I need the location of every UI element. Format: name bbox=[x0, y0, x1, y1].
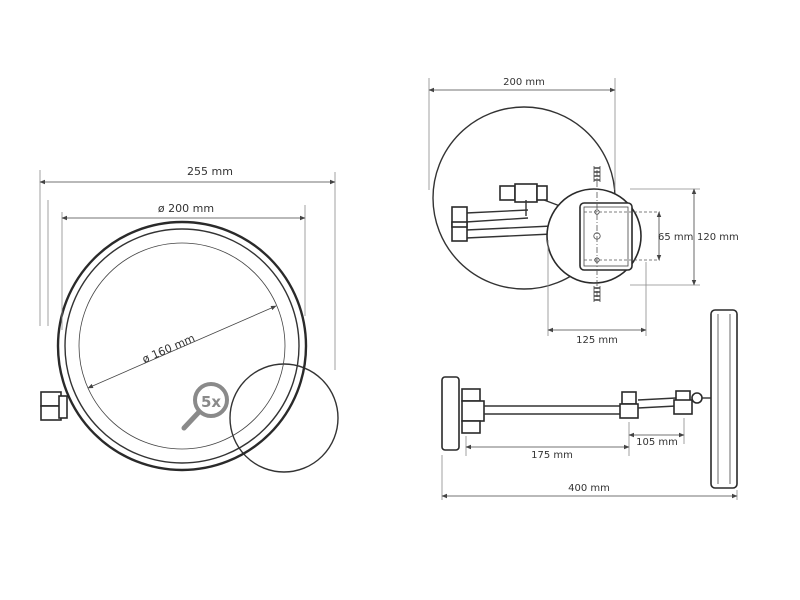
front-view: 255 mm ø 200 mm ø 160 mm 5x bbox=[39, 165, 339, 473]
dim-label-125: 125 mm bbox=[576, 335, 618, 346]
magnifier-5x-icon: 5x bbox=[181, 382, 229, 431]
mirror-glass bbox=[78, 242, 286, 450]
dim-label-120: 120 mm bbox=[697, 232, 739, 243]
wall-plate bbox=[229, 363, 339, 473]
dim-label-160: ø 160 mm bbox=[140, 332, 197, 366]
magnifier-badge-label: 5x bbox=[201, 393, 221, 411]
dim-label-top-200: 200 mm bbox=[503, 77, 545, 88]
spring-top bbox=[593, 166, 601, 182]
top-view: 200 mm 65 mm 120 mm 125 mm bbox=[428, 77, 739, 346]
top-arm bbox=[451, 183, 561, 242]
spring-bottom bbox=[593, 286, 601, 302]
dim-label-400: 400 mm bbox=[568, 483, 610, 494]
dim-label-105: 105 mm bbox=[636, 437, 678, 448]
dim-label-65: 65 mm bbox=[658, 232, 693, 243]
dim-line-160 bbox=[87, 305, 277, 389]
mirror-frame-inner bbox=[64, 228, 300, 464]
dim-label-200: ø 200 mm bbox=[158, 202, 214, 215]
side-wall-plate bbox=[441, 376, 460, 451]
top-base-rect bbox=[579, 202, 633, 271]
side-mirror-edge bbox=[710, 309, 738, 489]
dim-label-255: 255 mm bbox=[187, 165, 233, 178]
mirror-frame-outer bbox=[56, 220, 308, 472]
dim-label-175: 175 mm bbox=[531, 450, 573, 461]
side-view: 175 mm 105 mm 400 mm bbox=[441, 309, 738, 500]
hinge-block bbox=[40, 391, 68, 421]
